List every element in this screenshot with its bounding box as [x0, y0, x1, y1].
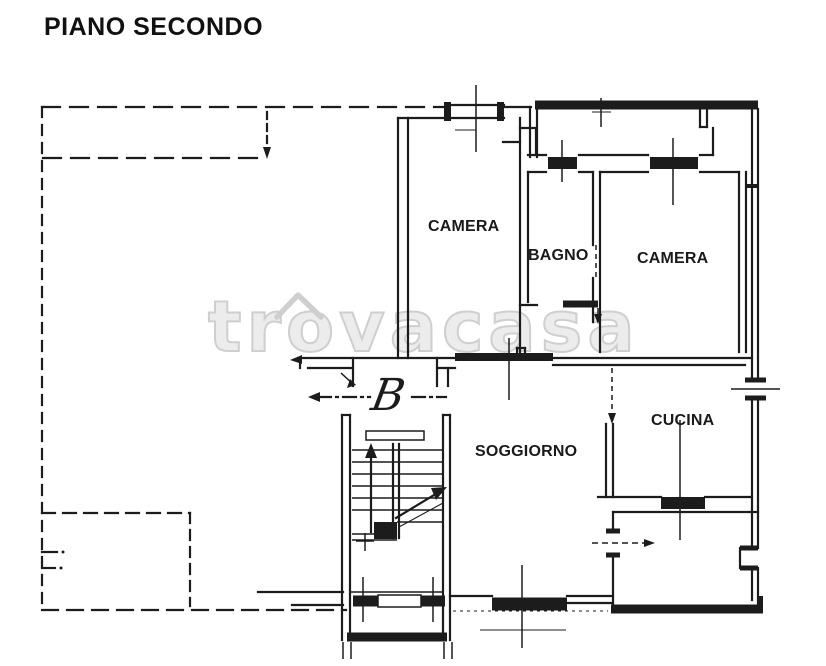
- exterior-walls: [396, 98, 760, 606]
- room-label-soggiorno: SOGGIORNO: [475, 443, 578, 460]
- interior-walls: [290, 116, 754, 605]
- staircase: [256, 413, 453, 659]
- section-line: [308, 392, 448, 402]
- balcony-below-stairs: [342, 577, 453, 659]
- windows: [444, 85, 780, 648]
- room-label-camera-1: CAMERA: [428, 218, 500, 235]
- door-swings: [340, 245, 655, 547]
- room-label-cucina: CUCINA: [651, 412, 715, 429]
- watermark-house-roof-icon: [274, 292, 324, 320]
- terrace-dashed-outline: [40, 105, 450, 612]
- page-title: PIANO SECONDO: [44, 13, 264, 41]
- balcony-bottom-right: [606, 510, 763, 614]
- room-label-camera-2: CAMERA: [637, 250, 709, 267]
- stair-direction-arrow: [365, 443, 447, 534]
- room-label-bagno: BAGNO: [528, 247, 589, 264]
